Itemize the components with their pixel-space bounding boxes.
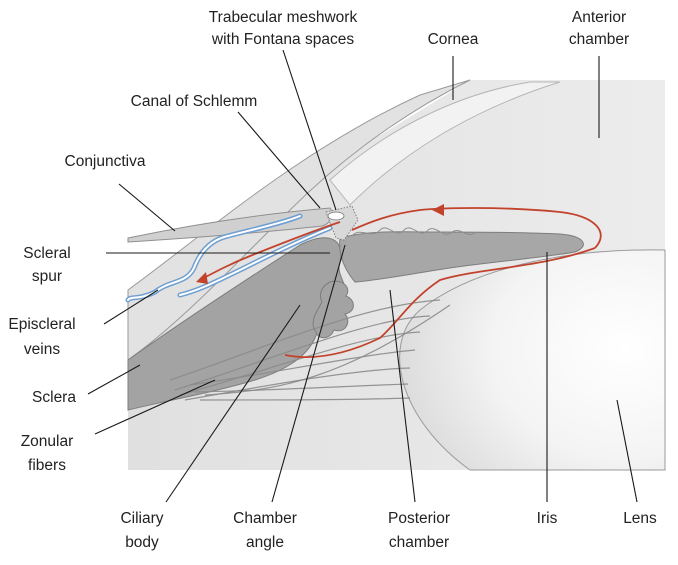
label-cornea: Cornea [428,31,479,48]
label-ciliary-body-1: Ciliary [120,510,163,527]
episcleral-veins [125,213,333,303]
label-scleral-spur-1: Scleral [23,245,70,262]
label-chamber-angle-2: angle [246,534,284,551]
label-posterior-chamber-2: chamber [389,534,449,551]
label-chamber-angle-1: Chamber [233,510,297,527]
label-posterior-chamber-1: Posterior [388,510,450,527]
zonular-fibers [169,299,451,401]
label-canal-of-schlemm: Canal of Schlemm [131,93,258,110]
label-anterior-chamber-1: Anterior [572,9,626,26]
flow-arrowhead-vein [196,272,208,284]
label-zonular-fibers-1: Zonular [21,433,74,450]
iris [339,231,584,283]
label-episcleral-veins-1: Episcleral [8,316,75,333]
sclera [127,79,471,361]
label-sclera: Sclera [32,389,76,406]
label-scleral-spur-2: spur [32,268,62,285]
leader-lines [87,49,638,503]
flow-arrowhead-top [432,204,444,216]
cornea [329,81,561,206]
aqueous-flow [196,204,602,358]
canal-of-schlemm [327,211,345,221]
label-lens: Lens [623,510,657,527]
iris-anterior-crypts [351,227,477,237]
label-trabecular-meshwork-2: with Fontana spaces [211,31,354,48]
label-episcleral-veins-2: veins [24,341,60,358]
label-iris: Iris [537,510,558,527]
label-conjunctiva: Conjunctiva [65,153,146,170]
label-anterior-chamber-2: chamber [569,31,629,48]
label-zonular-fibers-2: fibers [28,457,66,474]
label-trabecular-meshwork-1: Trabecular meshwork [209,9,358,26]
label-ciliary-body-2: body [125,534,159,551]
